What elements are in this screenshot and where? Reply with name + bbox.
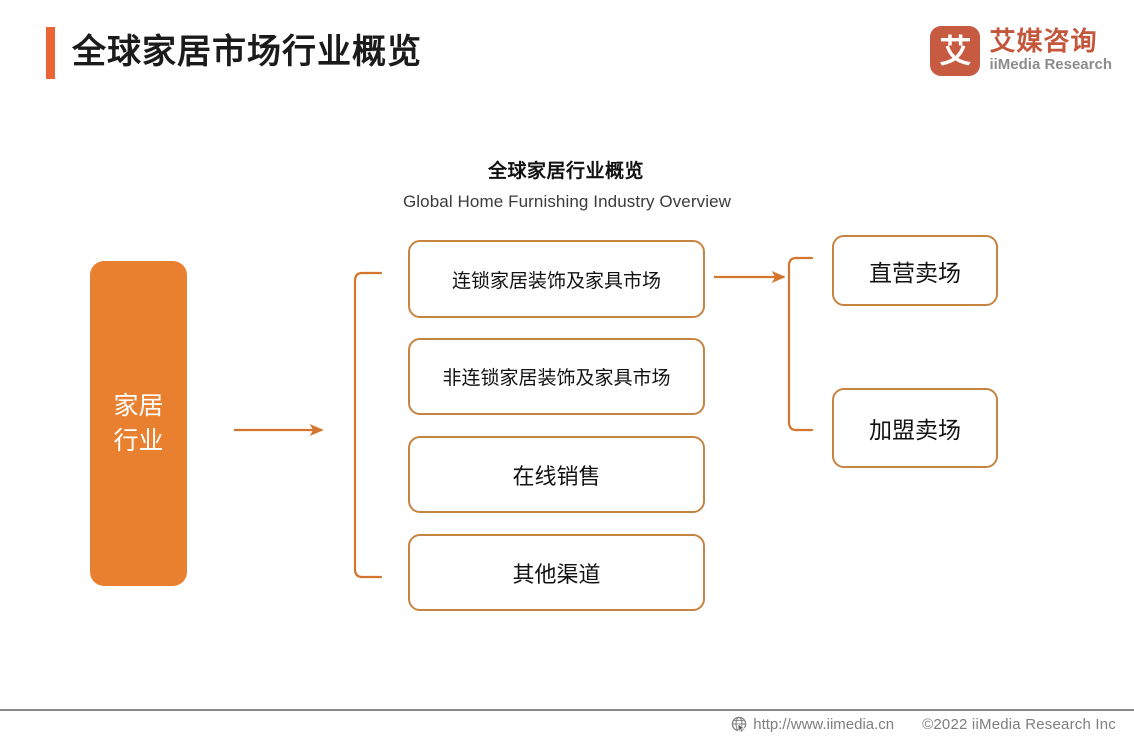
level2-node-franchise-store[interactable]: 加盟卖场 xyxy=(832,388,998,468)
logo-name-en: iiMedia Research xyxy=(989,56,1112,74)
root-node-line2: 行业 xyxy=(113,426,164,455)
brand-logo: 艾 艾媒咨询 iiMedia Research xyxy=(930,26,1112,76)
level1-node-nonchain-market[interactable]: 非连锁家居装饰及家具市场 xyxy=(408,338,705,415)
diagram-title-en: Global Home Furnishing Industry Overview xyxy=(402,192,732,211)
level1-node-other-channels[interactable]: 其他渠道 xyxy=(408,534,705,611)
footer-url-group[interactable]: http://www.iimedia.cn xyxy=(731,716,894,733)
bracket-level1 xyxy=(353,271,383,579)
level2-node-direct-store[interactable]: 直营卖场 xyxy=(832,235,998,306)
page-header: 全球家居市场行业概览 艾 艾媒咨询 iiMedia Research xyxy=(0,0,1134,110)
diagram-title-cn: 全球家居行业概览 xyxy=(487,161,644,182)
footer-url-text: http://www.iimedia.cn xyxy=(753,716,895,733)
bracket-level2 xyxy=(787,256,814,432)
title-accent-bar xyxy=(46,27,55,79)
globe-cursor-icon xyxy=(732,716,747,733)
level1-node-online-sales[interactable]: 在线销售 xyxy=(408,436,705,513)
root-node-line1: 家居 xyxy=(113,391,164,420)
footer-divider xyxy=(0,709,1134,711)
root-node-home-industry[interactable]: 家居 行业 xyxy=(90,261,187,586)
footer-copyright: ©2022 iiMedia Research Inc xyxy=(922,716,1116,733)
page-title: 全球家居市场行业概览 xyxy=(72,33,422,71)
page-footer: http://www.iimedia.cn ©2022 iiMedia Rese… xyxy=(0,712,1134,737)
logo-text: 艾媒咨询 iiMedia Research xyxy=(989,25,1112,74)
logo-mark-icon: 艾 xyxy=(930,26,981,76)
diagram-canvas: 全球家居行业概览 Global Home Furnishing Industry… xyxy=(90,161,998,611)
logo-name-cn: 艾媒咨询 xyxy=(989,25,1098,56)
level1-node-chain-market[interactable]: 连锁家居装饰及家具市场 xyxy=(408,240,705,318)
